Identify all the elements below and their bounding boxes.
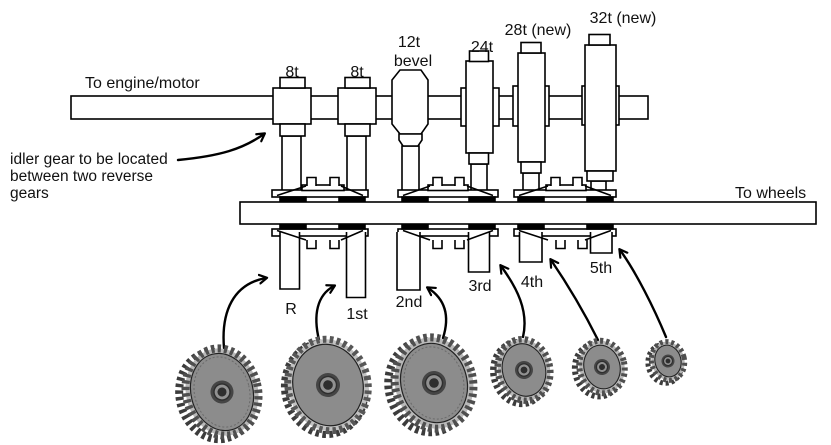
output-shaft-label: To wheels <box>735 185 806 202</box>
output-shaft <box>239 201 817 225</box>
idler-arrow <box>176 134 264 162</box>
idler-note-line1: idler gear to be located <box>10 151 168 168</box>
label-5th: 5th <box>590 260 612 277</box>
label-2nd: 2nd <box>396 294 423 311</box>
input-shaft-label: To engine/motor <box>85 75 200 92</box>
gear-3d-5th <box>645 339 688 386</box>
arrow-2nd <box>428 288 448 340</box>
label-8t-2: 8t <box>350 64 364 81</box>
gear-3d-2nd <box>384 333 478 437</box>
label-bevel: bevel <box>394 53 432 70</box>
idler-note-line3: gears <box>10 185 49 202</box>
gear-3d-reverse <box>175 344 263 444</box>
label-24t: 24t <box>471 39 494 56</box>
label-4th: 4th <box>521 274 543 291</box>
gear-28t <box>512 41 550 174</box>
label-reverse: R <box>285 301 297 318</box>
gear-columns <box>281 135 607 192</box>
peg-1st <box>345 232 367 299</box>
gear-3d-4th <box>571 337 628 400</box>
arrow-3rd <box>501 266 526 339</box>
peg-2nd <box>396 232 421 291</box>
label-3rd: 3rd <box>468 278 491 295</box>
peg-5th <box>589 232 613 254</box>
arrow-5th <box>620 250 668 339</box>
gear-3d-1st <box>280 335 372 439</box>
annotation-arrows <box>176 134 668 350</box>
gear-24t <box>460 50 500 165</box>
arrow-4th <box>551 260 600 342</box>
gear-32t <box>581 33 620 182</box>
gear-8t-2 <box>337 76 377 137</box>
peg-3rd <box>467 232 491 273</box>
label-32t: 32t (new) <box>590 10 657 27</box>
arrow-1st <box>315 286 334 342</box>
idler-note-line2: between two reverse <box>10 168 153 185</box>
gear-3d-3rd <box>490 336 554 408</box>
selector-brackets-bottom <box>271 223 617 299</box>
label-12t: 12t <box>398 34 421 51</box>
peg-reverse <box>279 232 301 290</box>
label-8t-1: 8t <box>285 64 299 81</box>
gear-8t-1 <box>272 76 312 137</box>
gear-12t-bevel <box>391 69 429 147</box>
label-28t: 28t (new) <box>505 22 572 39</box>
selector-brackets-top <box>271 176 617 203</box>
peg-4th <box>518 232 543 263</box>
label-1st: 1st <box>346 306 368 323</box>
arrow-reverse <box>222 278 266 350</box>
